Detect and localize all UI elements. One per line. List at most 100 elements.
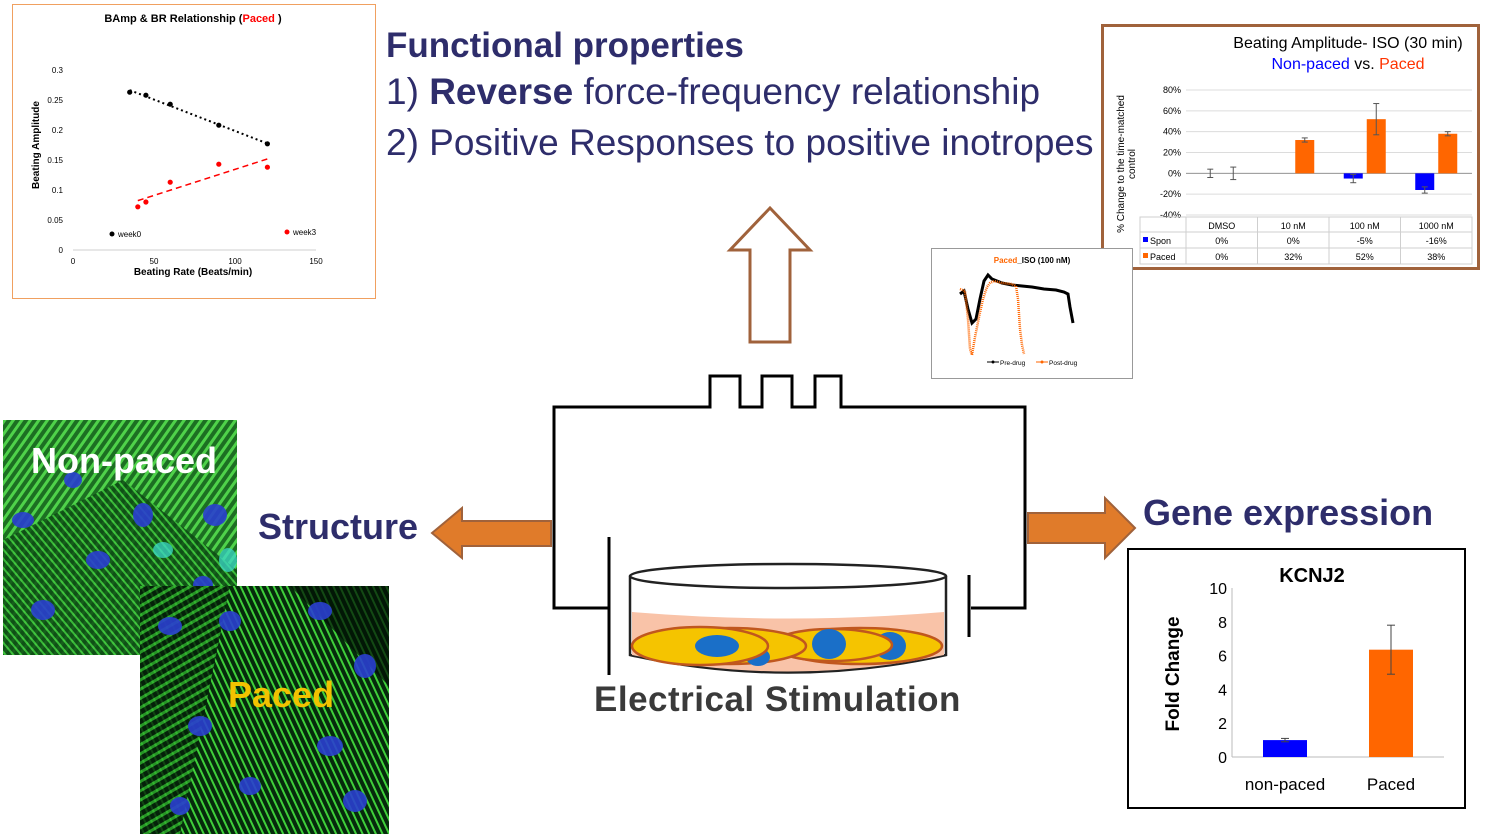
bamp-xlabel: Beating Rate (Beats/min): [134, 267, 252, 278]
iso-table-header: 100 nM: [1350, 221, 1380, 231]
iso-table-spon-cell: 0%: [1215, 236, 1228, 246]
iso-grid: 80%60%40%20%0%-20%-40%: [1160, 85, 1472, 220]
iso-table-spon-cell: 0%: [1287, 236, 1300, 246]
electrical-stimulation-label: Electrical Stimulation: [594, 680, 961, 719]
left-arrow-structure: [430, 505, 552, 561]
kcnj2-x-tick: non-paced: [1245, 775, 1325, 794]
bamp-x-ticks: 0 50 100 150: [71, 257, 323, 266]
cell-1-nucleus: [695, 635, 739, 657]
iso-ylabel: % Change to the time-matchedcontrol: [1116, 95, 1138, 233]
functional-properties-title: Functional properties: [386, 26, 744, 65]
bamp-ylabel: Beating Amplitude: [31, 101, 42, 189]
iso-table-paced-label: Paced: [1150, 252, 1176, 262]
week3-trendline: [137, 158, 268, 202]
iso-bar-Paced: [1366, 119, 1386, 174]
bamp-point-week3: [143, 199, 149, 205]
bamp-point-week3: [135, 204, 141, 210]
iso-table-header: 1000 nM: [1419, 221, 1454, 231]
trace-svg: Paced_ISO (100 nM) Pre-drug Post-drug: [959, 256, 1078, 367]
bamp-point-week3: [264, 164, 270, 170]
kcnj2-title: KCNJ2: [1279, 565, 1345, 587]
legend-pre-marker: [991, 360, 995, 364]
iso-table-header: DMSO: [1208, 221, 1235, 231]
non-paced-label: Non-paced: [31, 440, 218, 481]
paced-label: Paced: [228, 674, 335, 715]
iso-svg: Beating Amplitude- ISO (30 min) Non-pace…: [1116, 35, 1473, 265]
iso-bars: [1207, 103, 1458, 194]
iso-table-paced-cell: 38%: [1427, 252, 1445, 262]
bamp-x-tick: 0: [71, 257, 76, 266]
iso-table-paced-cell: 52%: [1356, 252, 1374, 262]
legend-week3-marker: [284, 229, 290, 235]
functional-property-1: 1) Reverse force-frequency relationship: [386, 71, 1040, 113]
iso-spon-swatch: [1143, 237, 1148, 242]
kcnj2-ylabel: Fold Change: [1163, 616, 1184, 731]
bamp-y-tick: 0.15: [47, 156, 63, 165]
circuit-wire: [552, 374, 1027, 610]
right-arrow-gene: [1027, 495, 1137, 561]
post-drug-trace: [959, 279, 1026, 356]
iso-table-spon-cell: -16%: [1426, 236, 1447, 246]
kcnj2-y-tick: 2: [1218, 716, 1227, 733]
iso-y-tick: -20%: [1160, 189, 1181, 199]
iso-table-spon-cell: -5%: [1357, 236, 1373, 246]
iso-paced-swatch: [1143, 253, 1148, 258]
bamp-point-week3: [167, 179, 173, 185]
legend-post-marker: [1040, 360, 1044, 364]
legend-pre: Pre-drug: [1000, 360, 1026, 367]
bamp-points: [127, 89, 270, 210]
iso-amplitude-chart: Beating Amplitude- ISO (30 min) Non-pace…: [1101, 24, 1480, 270]
bamp-y-tick: 0: [59, 246, 64, 255]
legend-week0: week0: [117, 230, 142, 239]
bamp-y-tick: 0.1: [52, 186, 64, 195]
dish-rim: [628, 562, 948, 590]
legend-post: Post-drug: [1049, 360, 1078, 367]
iso-y-tick: 40%: [1163, 127, 1181, 137]
iso-table-paced-cell: 0%: [1215, 252, 1228, 262]
iso-bar-Spon: [1415, 173, 1435, 190]
week0-trendline: [129, 89, 268, 145]
cell-3-nucleus: [812, 629, 846, 659]
bamp-point-week0: [167, 101, 173, 107]
trace-chart: Paced_ISO (100 nM) Pre-drug Post-drug: [931, 248, 1133, 379]
iso-bar-Paced: [1295, 140, 1315, 174]
structure-label: Structure: [258, 506, 419, 547]
iso-y-tick: -40%: [1160, 210, 1181, 220]
up-arrow-functional: [726, 205, 814, 344]
iso-table-paced-cell: 32%: [1284, 252, 1302, 262]
gene-expression-label: Gene expression: [1143, 492, 1434, 533]
line1-prefix: 1): [386, 71, 430, 112]
bamp-x-tick: 150: [309, 257, 323, 266]
bamp-br-chart: BAmp & BR Relationship (Paced ) 0 0.05 0.1…: [12, 4, 376, 299]
kcnj2-bar-non-paced: [1263, 740, 1307, 757]
kcnj2-y-tick: 4: [1218, 682, 1227, 699]
iso-y-tick: 80%: [1163, 85, 1181, 95]
line1-rest: force-frequency relationship: [573, 71, 1041, 112]
functional-property-2: 2) Positive Responses to positive inotro…: [386, 122, 1094, 163]
legend-week0-marker: [109, 231, 115, 237]
iso-y-tick: 0%: [1168, 168, 1181, 178]
bamp-y-tick: 0.2: [52, 126, 64, 135]
bamp-point-week3: [216, 161, 222, 167]
iso-subtitle: Non-paced vs. Paced: [1272, 56, 1425, 73]
kcnj2-y-tick: 6: [1218, 649, 1227, 666]
iso-y-tick: 60%: [1163, 106, 1181, 116]
bamp-point-week0: [127, 89, 133, 95]
bamp-svg: BAmp & BR Relationship (Paced ) 0 0.05 0.1…: [31, 13, 323, 278]
bamp-y-tick: 0.05: [47, 216, 63, 225]
bamp-title: BAmp & BR Relationship (Paced ): [104, 13, 282, 25]
kcnj2-y-tick: 8: [1218, 615, 1227, 632]
bamp-y-ticks: 00.050.10.150.20.250.3: [47, 66, 63, 255]
kcnj2-y-tick: 10: [1209, 581, 1227, 598]
trace-title: Paced_ISO (100 nM): [994, 256, 1071, 265]
iso-bar-Paced: [1438, 133, 1458, 174]
pre-drug-trace: [959, 272, 1075, 326]
bamp-y-tick: 0.25: [47, 96, 63, 105]
bamp-x-tick: 50: [150, 257, 159, 266]
bamp-x-tick: 100: [228, 257, 242, 266]
paced-texture: [140, 586, 389, 834]
